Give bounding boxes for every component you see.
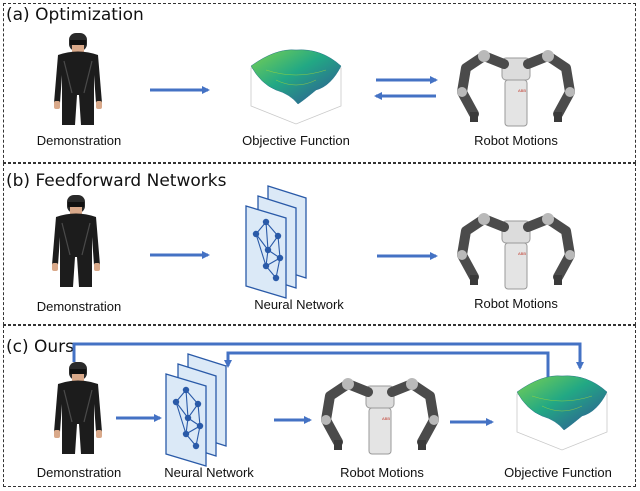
label-robot-motions-b: Robot Motions [474,296,558,311]
robot-logo-b: ABB [518,251,526,256]
objective-surface-a [250,49,342,125]
label-robot-motions-c: Robot Motions [340,465,424,480]
label-robot-motions-a: Robot Motions [474,133,558,148]
label-neural-network-c: Neural Network [164,465,254,480]
panel-c [3,325,636,487]
demonstrator-image-a [53,32,103,126]
panel-a-title: (a) Optimization [6,5,144,25]
robot-image-a [457,50,575,126]
label-demonstration-b: Demonstration [36,299,122,314]
label-objective-function-a: Objective Function [242,133,350,148]
panel-b-title: (b) Feedforward Networks [6,171,227,191]
feedback-loop-outer [72,342,584,370]
label-demonstration-a: Demonstration [36,133,122,148]
feedback-loop-inner [224,351,550,378]
panel-a [3,3,636,163]
robot-image-b [457,213,575,289]
robot-image-c [321,378,439,454]
robot-logo-c: ABB [382,416,390,421]
objective-surface-c [516,375,608,451]
neural-network-c [165,353,227,467]
neural-network-b [245,185,307,299]
label-neural-network-b: Neural Network [254,297,344,312]
robot-logo-a: ABB [518,88,526,93]
demonstrator-image-c [53,361,103,455]
demonstrator-image-b [51,194,101,288]
label-demonstration-c: Demonstration [36,465,122,480]
panel-b [3,163,636,325]
label-objective-function-c: Objective Function [504,465,612,480]
panel-c-title: (c) Ours [6,337,75,357]
